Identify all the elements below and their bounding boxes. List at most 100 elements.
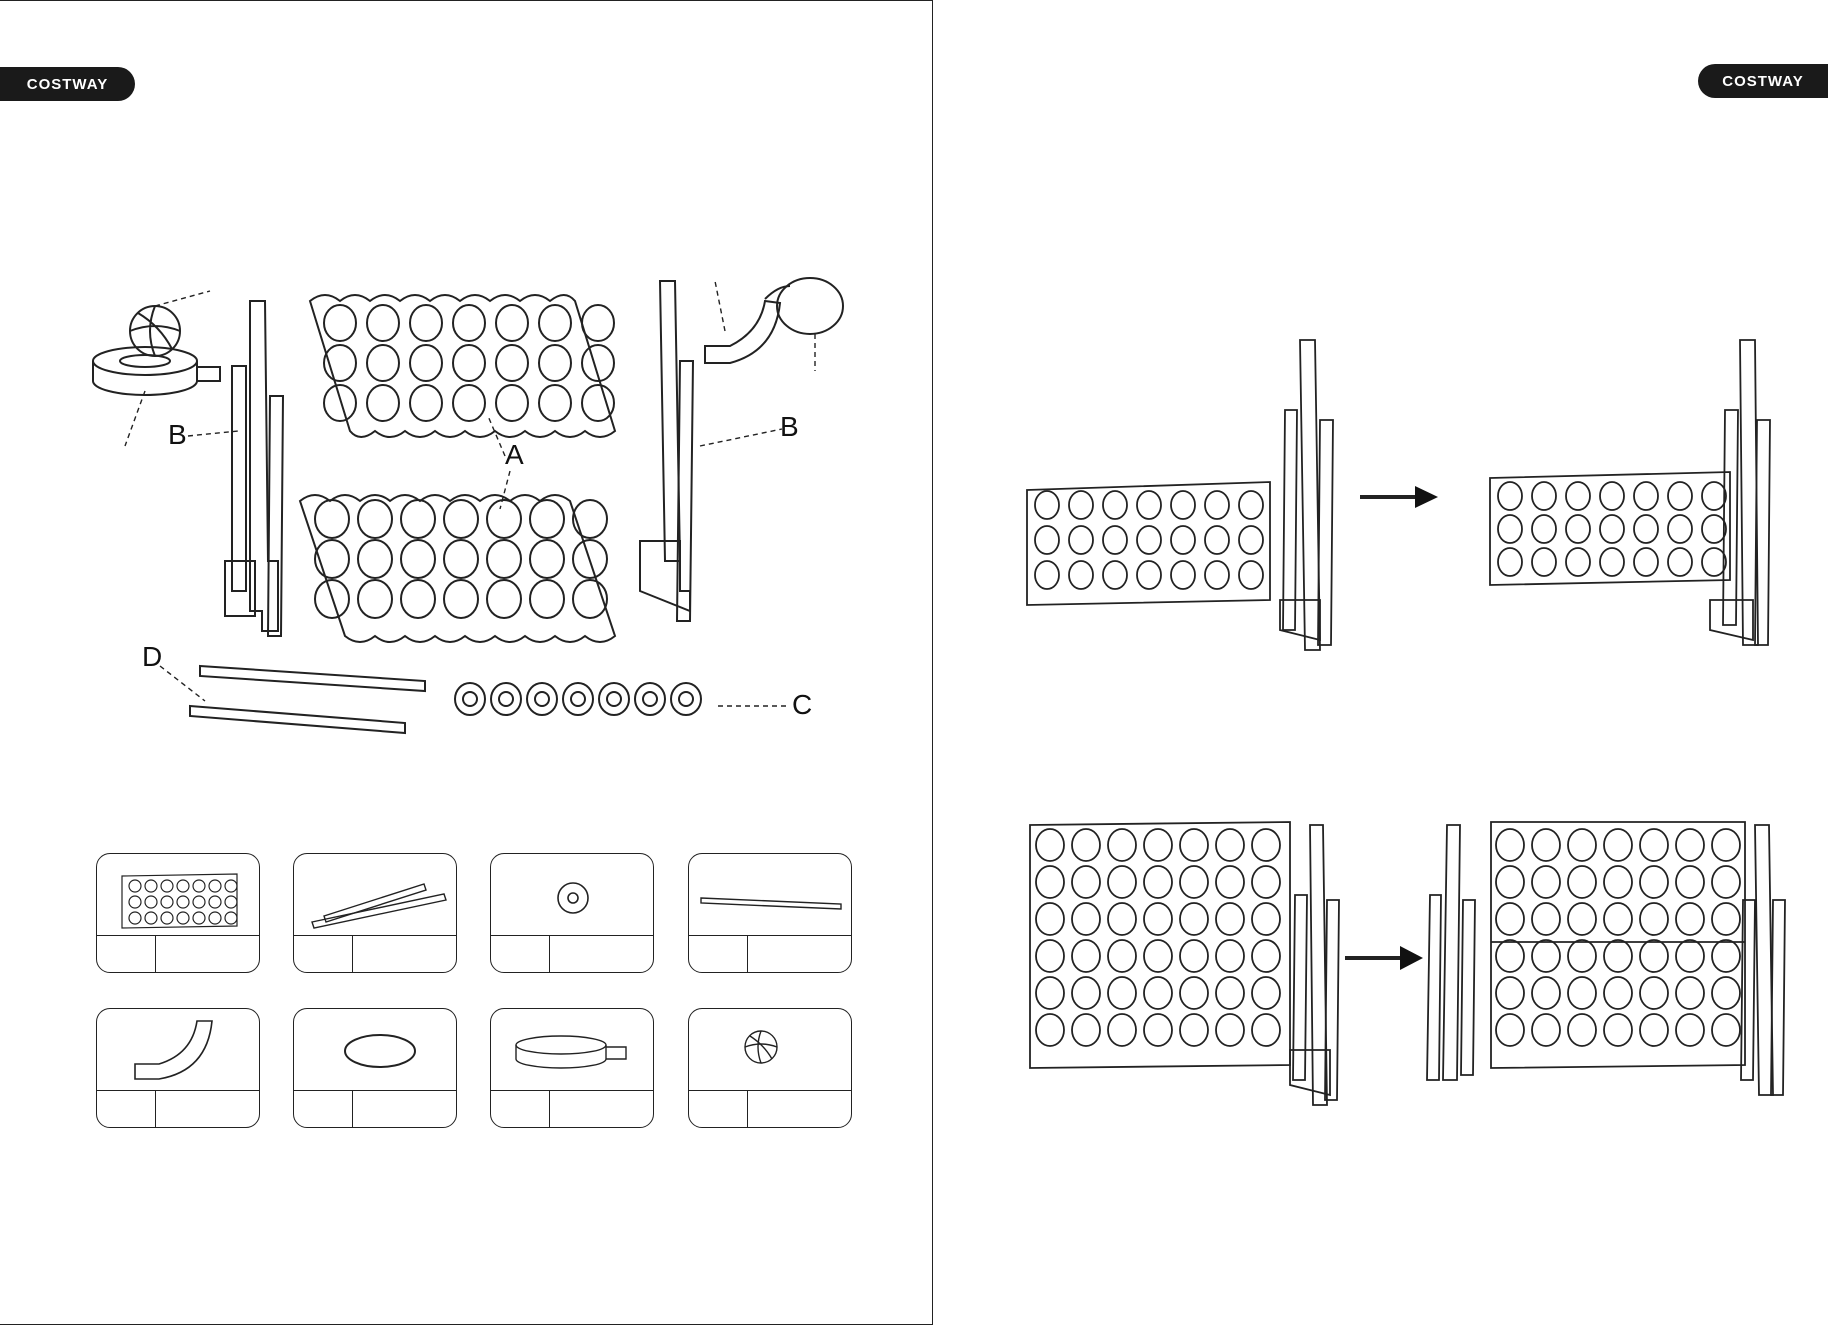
board-hole — [1532, 482, 1556, 510]
board-hole — [487, 500, 521, 538]
board-hole — [1137, 491, 1161, 519]
board-hole — [1069, 526, 1093, 554]
board-hole — [1144, 866, 1172, 898]
board-hole — [358, 500, 392, 538]
disc-outer — [491, 683, 521, 715]
board-hole — [209, 896, 221, 908]
board-hole — [129, 912, 141, 924]
board-hole — [324, 305, 356, 341]
assembly-steps-diagram — [935, 0, 1828, 1325]
disc-inner — [643, 692, 657, 706]
board-hole — [1668, 482, 1692, 510]
board-hole — [1640, 866, 1668, 898]
disc-outer — [563, 683, 593, 715]
board-hole — [1252, 829, 1280, 861]
board-hole — [1498, 482, 1522, 510]
board-hole — [1144, 1014, 1172, 1046]
disc-inner — [463, 692, 477, 706]
left-page: COSTWAY — [0, 0, 933, 1325]
hoop-ring-icon — [294, 1009, 457, 1093]
board-panel-icon — [97, 854, 260, 938]
board-hole — [530, 500, 564, 538]
label-b-left: B — [168, 419, 187, 451]
board-hole — [1216, 903, 1244, 935]
board-hole — [1137, 526, 1161, 554]
board-hole — [496, 385, 528, 421]
board-hole — [487, 580, 521, 618]
card-ball — [688, 1008, 852, 1128]
disc-outer — [671, 683, 701, 715]
leg-right — [660, 281, 680, 561]
board-hole — [1171, 561, 1195, 589]
board-hole — [1496, 1014, 1524, 1046]
board-hole — [1566, 482, 1590, 510]
board-hole — [1702, 482, 1726, 510]
board-hole — [1072, 903, 1100, 935]
board-hole — [1180, 940, 1208, 972]
board-hole — [453, 385, 485, 421]
board-hole — [225, 880, 237, 892]
board-hole — [582, 305, 614, 341]
board-hole — [1216, 940, 1244, 972]
board-hole — [1137, 561, 1161, 589]
disc-icon — [491, 854, 654, 938]
card-legs — [293, 853, 457, 973]
board-hole — [1604, 829, 1632, 861]
board-hole — [1108, 1014, 1136, 1046]
disc-inner — [571, 692, 585, 706]
board-hole — [1566, 515, 1590, 543]
board-hole — [410, 305, 442, 341]
board-hole — [1496, 866, 1524, 898]
board-hole — [1634, 548, 1658, 576]
board-hole — [324, 385, 356, 421]
board-hole — [1676, 977, 1704, 1009]
board-hole — [1216, 866, 1244, 898]
board-hole — [1252, 1014, 1280, 1046]
board-hole — [1072, 977, 1100, 1009]
board-hole — [129, 896, 141, 908]
board-hole — [367, 305, 399, 341]
board-hole — [193, 896, 205, 908]
board-hole — [358, 540, 392, 578]
board-hole — [1532, 548, 1556, 576]
board-hole — [145, 912, 157, 924]
board-hole — [1712, 829, 1740, 861]
board-hole — [1036, 866, 1064, 898]
board-hole — [1712, 940, 1740, 972]
board-hole — [1702, 515, 1726, 543]
right-page: COSTWAY — [935, 0, 1828, 1325]
board-hole — [315, 500, 349, 538]
board-hole — [582, 385, 614, 421]
board-hole — [1634, 515, 1658, 543]
board-hole — [1676, 940, 1704, 972]
board-hole — [1668, 548, 1692, 576]
board-hole — [161, 912, 173, 924]
board-hole — [193, 880, 205, 892]
board-hole — [1252, 903, 1280, 935]
board-hole — [1568, 940, 1596, 972]
board-hole — [444, 580, 478, 618]
board-hole — [1532, 829, 1560, 861]
board-hole — [1108, 866, 1136, 898]
board-hole — [1532, 903, 1560, 935]
board-hole — [496, 305, 528, 341]
board-hole — [1072, 1014, 1100, 1046]
label-a: A — [505, 439, 524, 471]
exploded-parts-diagram — [0, 1, 933, 761]
disc-inner — [607, 692, 621, 706]
board-hole — [1532, 866, 1560, 898]
board-hole — [487, 540, 521, 578]
board-hole — [1036, 940, 1064, 972]
board-hole — [1568, 903, 1596, 935]
board-hole — [1676, 1014, 1704, 1046]
board-hole — [209, 880, 221, 892]
ball-icon — [689, 1009, 852, 1093]
board-hole — [1604, 1014, 1632, 1046]
board-hole — [225, 896, 237, 908]
board-hole — [453, 305, 485, 341]
board-hole — [129, 880, 141, 892]
board-hole — [1180, 903, 1208, 935]
disc-outer — [635, 683, 665, 715]
label-b-right: B — [780, 411, 799, 443]
board-hole — [161, 880, 173, 892]
